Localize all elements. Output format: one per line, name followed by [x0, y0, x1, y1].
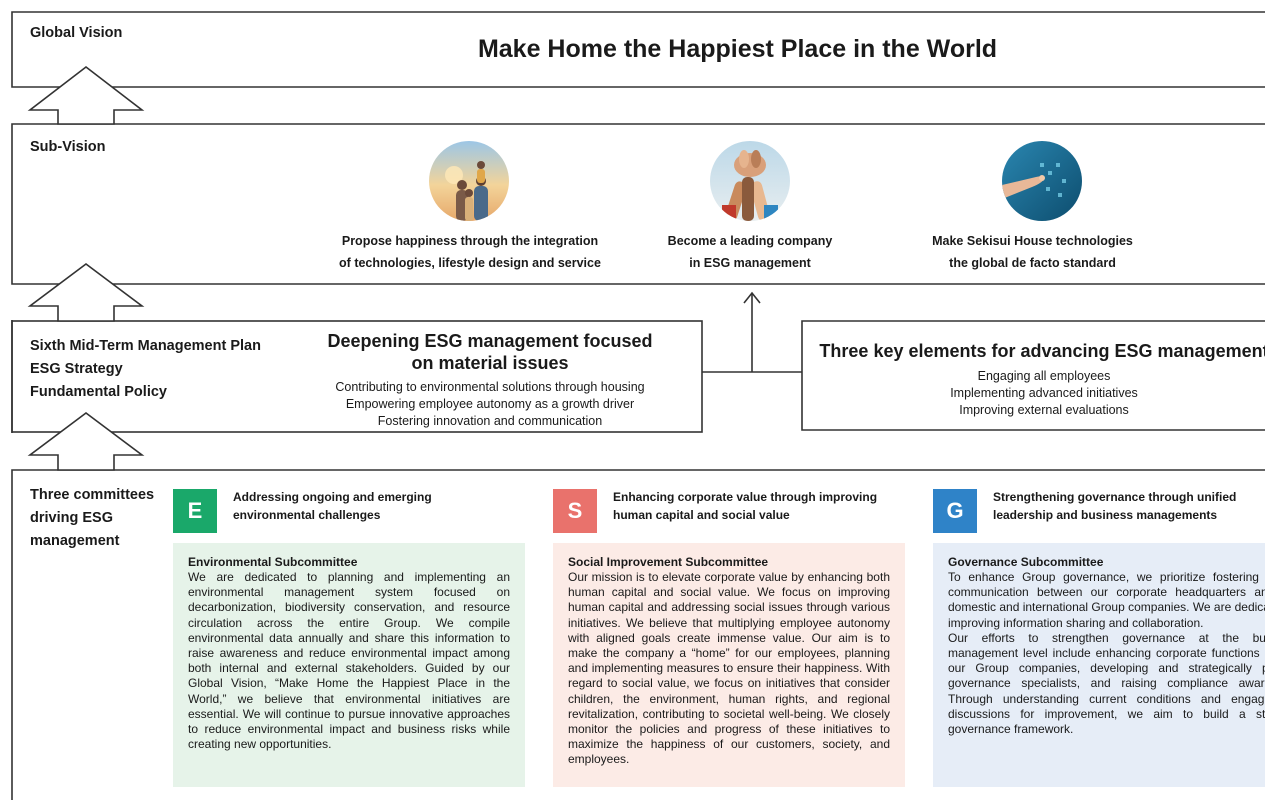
high-five-photo [710, 141, 790, 221]
plan-right-box-lines: Engaging all employees Implementing adva… [805, 368, 1265, 419]
badge-s: S [553, 489, 597, 533]
sub-vision-caption-3: Make Sekisui House technologies the glob… [900, 230, 1165, 274]
committee-g-title: Governance Subcommittee [948, 555, 1104, 569]
plan-left-line-1: Contributing to environmental solutions … [335, 380, 645, 394]
sub-vision-caption-2-line2: in ESG management [689, 256, 811, 270]
sub-vision-label: Sub-Vision [30, 139, 106, 155]
global-vision-title: Make Home the Happiest Place in the Worl… [477, 35, 998, 63]
global-vision-label: Global Vision [30, 25, 123, 41]
plan-label: Sixth Mid-Term Management Plan ESG Strat… [30, 335, 320, 404]
committee-s-title: Social Improvement Subcommittee [568, 555, 769, 569]
plan-left-box-lines: Contributing to environmental solutions … [300, 379, 680, 430]
committees-label: Three committees driving ESG management [30, 487, 155, 549]
plan-left-box-border [11, 320, 703, 433]
up-arrow-2 [27, 263, 145, 322]
global-vision-border [11, 11, 1265, 88]
connector-arrowhead [743, 291, 761, 304]
up-arrow-3 [27, 412, 145, 471]
plan-left-line-3: Fostering innovation and communication [377, 414, 603, 428]
technology-photo [1002, 141, 1082, 221]
plan-right-line-2: Implementing advanced initiatives [950, 386, 1138, 400]
plan-right-line-1: Engaging all employees [977, 369, 1111, 383]
sub-vision-caption-1-line2: of technologies, lifestyle design and se… [339, 256, 601, 270]
plan-label-line1: Sixth Mid-Term Management Plan [30, 338, 261, 354]
sub-vision-caption-2: Become a leading company in ESG manageme… [640, 230, 860, 274]
plan-left-line-2: Empowering employee autonomy as a growth… [345, 397, 635, 411]
family-photo [429, 141, 509, 221]
committees-border [11, 469, 1265, 800]
up-arrow-1 [27, 65, 145, 125]
plan-right-line-3: Improving external evaluations [959, 403, 1129, 417]
committee-e-body: We are dedicated to planning and impleme… [188, 570, 510, 752]
sub-vision-border [11, 123, 1265, 285]
plan-label-line2: ESG Strategy [30, 361, 123, 377]
committee-g-panel: Governance Subcommittee To enhance Group… [933, 543, 1265, 787]
committee-e-heading: Addressing ongoing and emerging environm… [233, 490, 432, 522]
badge-e: E [173, 489, 217, 533]
committee-s-heading: Enhancing corporate value through improv… [613, 490, 878, 522]
sub-vision-caption-1: Propose happiness through the integratio… [315, 230, 625, 274]
plan-label-line3: Fundamental Policy [30, 384, 167, 400]
sub-vision-caption-3-line2: the global de facto standard [949, 256, 1116, 270]
committee-g-heading: Strengthening governance through unified… [993, 490, 1237, 522]
plan-right-box-border [801, 320, 1265, 431]
committee-e-title: Environmental Subcommittee [188, 555, 358, 569]
sub-vision-caption-3-line1: Make Sekisui House technologies [932, 234, 1133, 248]
committee-s-body: Our mission is to elevate corporate valu… [568, 570, 890, 767]
plan-right-box-title: Three key elements for advancing ESG man… [819, 341, 1265, 361]
committee-g-body: To enhance Group governance, we prioriti… [948, 570, 1265, 737]
plan-left-box-title: Deepening ESG management focused on mate… [327, 331, 653, 373]
sub-vision-caption-1-line1: Propose happiness through the integratio… [341, 234, 599, 248]
plan-left-box: Deepening ESG management focused on mate… [300, 330, 680, 430]
committee-s-panel: Social Improvement Subcommittee Our miss… [553, 543, 905, 787]
plan-right-box: Three key elements for advancing ESG man… [805, 340, 1265, 419]
committee-e-panel: Environmental Subcommittee We are dedica… [173, 543, 525, 787]
badge-g: G [933, 489, 977, 533]
sub-vision-caption-2-line1: Become a leading company [667, 234, 833, 248]
